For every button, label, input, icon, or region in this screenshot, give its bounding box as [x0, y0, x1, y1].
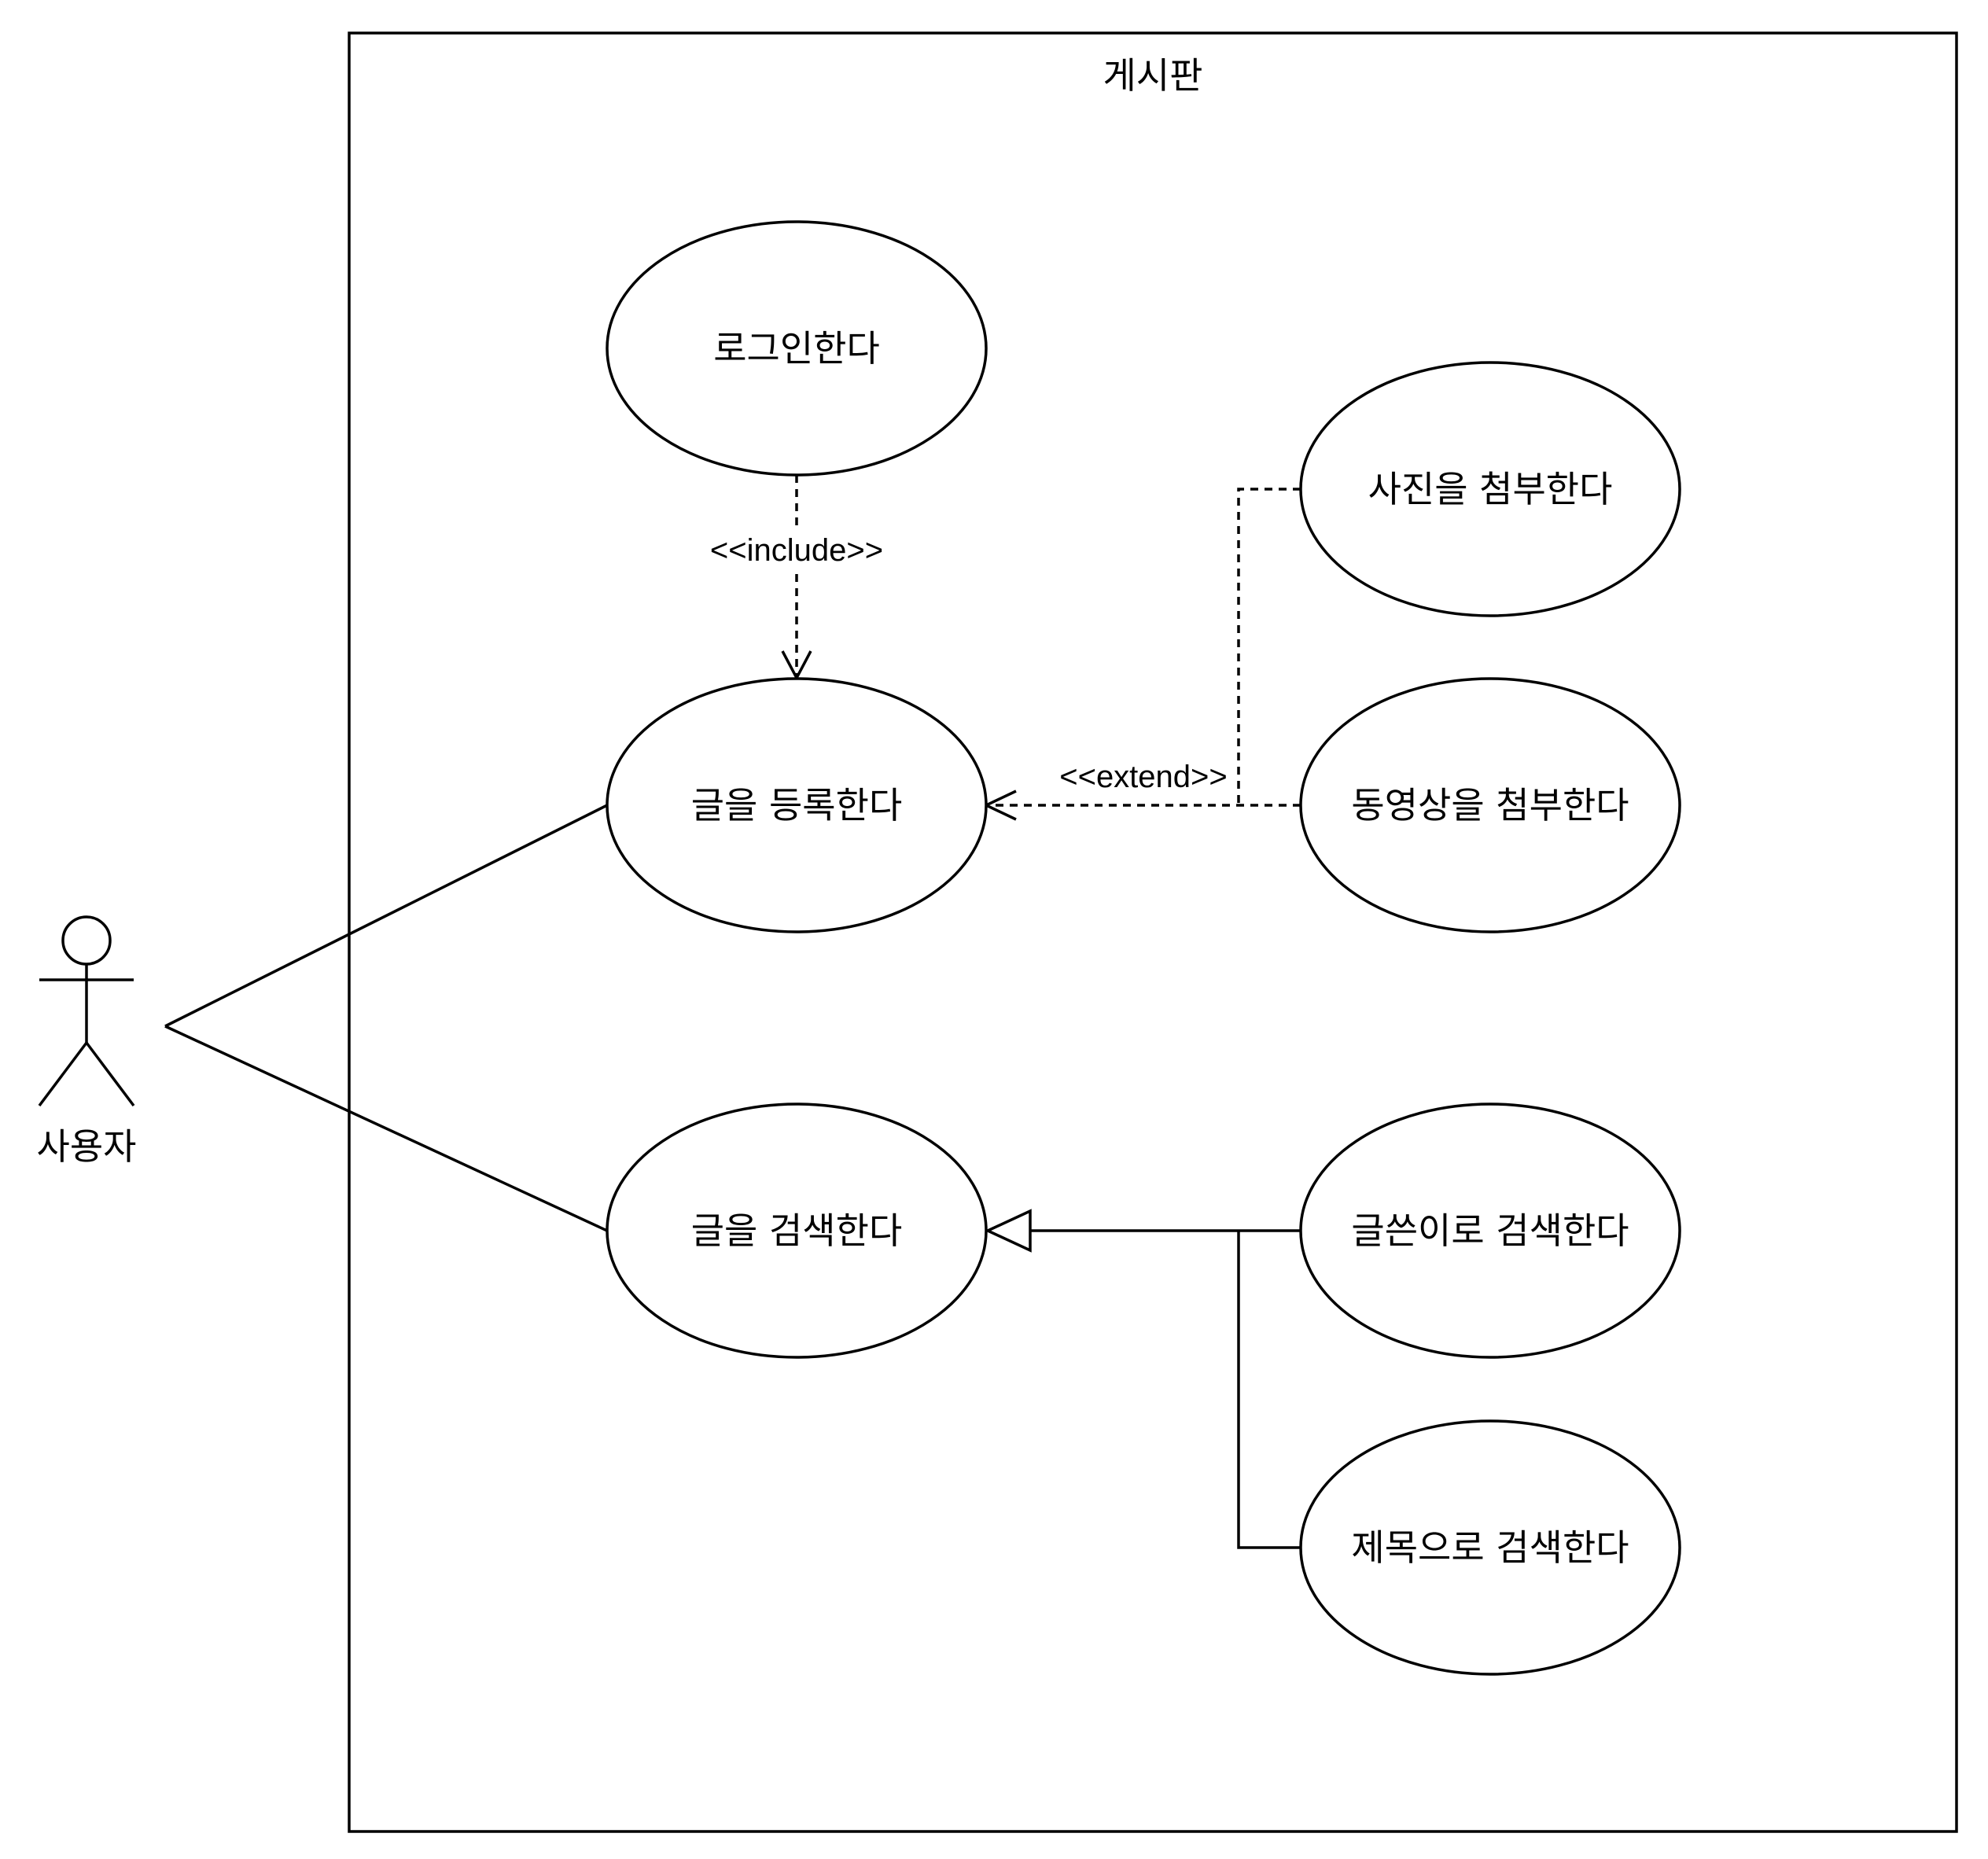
include-label-bg	[696, 528, 897, 572]
system-boundary: 게시판	[348, 31, 1958, 1833]
use-case-post-ellipse	[606, 677, 988, 933]
use-case-login: 로그인한다	[606, 220, 988, 477]
use-case-attach-video: 동영상을 첨부한다	[1299, 677, 1681, 933]
include-label: <<include>>	[710, 533, 883, 568]
extend-photo-line	[1237, 488, 1301, 805]
use-case-search-by-writer: 글쓴이로 검색한다	[1299, 1103, 1681, 1359]
generalization-title-line	[1237, 1231, 1301, 1549]
actor-head	[61, 915, 112, 966]
association-search	[164, 1025, 608, 1232]
use-case-attach-photo-label: 사진을 첨부한다	[1368, 468, 1613, 510]
use-case-search-by-title-label: 제목으로 검색한다	[1351, 1526, 1629, 1569]
system-boundary-box	[348, 31, 1958, 1833]
use-case-search-by-writer-ellipse	[1299, 1103, 1681, 1359]
use-case-post-label: 글을 등록한다	[691, 784, 903, 826]
use-case-search-ellipse	[606, 1103, 988, 1359]
use-case-search: 글을 검색한다	[606, 1103, 988, 1359]
use-case-search-by-title-ellipse	[1299, 1419, 1681, 1676]
generalization-relation	[984, 1209, 1301, 1549]
generalization-arrowhead	[984, 1209, 1032, 1253]
use-case-attach-video-label: 동영상을 첨부한다	[1351, 784, 1629, 826]
use-case-login-label: 로그인한다	[713, 327, 880, 370]
system-title: 게시판	[1103, 54, 1203, 97]
actor-left-leg	[38, 1041, 88, 1107]
use-case-attach-photo-ellipse	[1299, 361, 1681, 617]
actor-label: 사용자	[37, 1125, 137, 1168]
use-case-search-by-title: 제목으로 검색한다	[1299, 1419, 1681, 1676]
extend-label: <<extend>>	[1059, 760, 1228, 794]
association-post	[164, 804, 608, 1028]
use-case-attach-photo: 사진을 첨부한다	[1299, 361, 1681, 617]
use-case-attach-video-ellipse	[1299, 677, 1681, 933]
use-case-search-by-writer-label: 글쓴이로 검색한다	[1351, 1209, 1629, 1252]
actor-user: 사용자	[37, 915, 137, 1168]
actor-right-leg	[85, 1041, 135, 1107]
use-case-post: 글을 등록한다	[606, 677, 988, 933]
use-case-search-label: 글을 검색한다	[691, 1209, 903, 1252]
use-case-login-ellipse	[606, 220, 988, 477]
